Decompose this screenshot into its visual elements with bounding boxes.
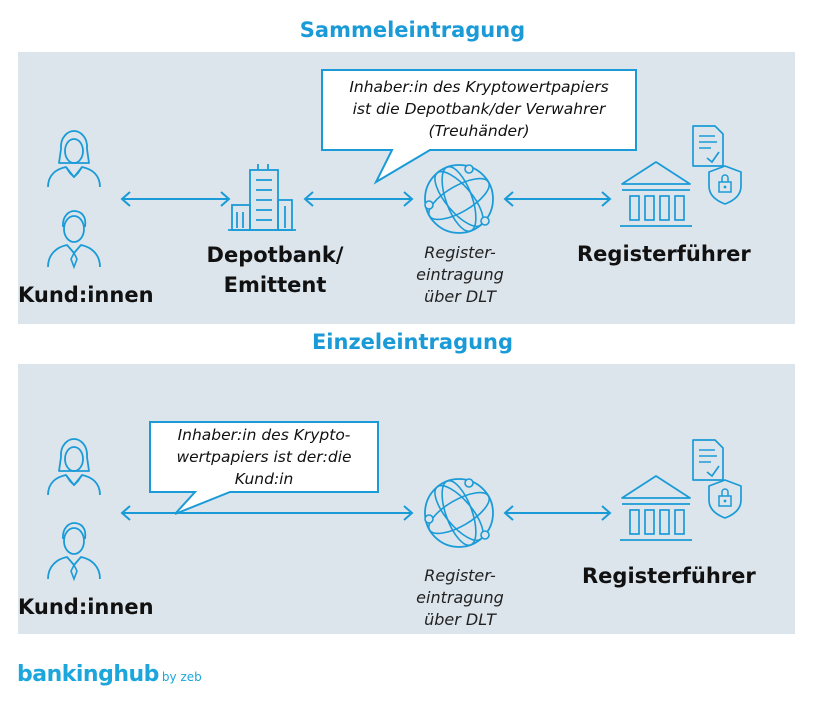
customers-label: Kund:innen [18,283,154,307]
customers-label: Kund:innen [18,595,154,619]
callout-line: (Treuhänder) [428,122,530,140]
office-buildings-icon [228,164,296,231]
double-arrow-icon [303,191,414,207]
callout-bubble [149,421,379,515]
registration-label-line: eintragung [416,588,504,607]
callout-text: Inhaber:in des Krypto- wertpapiers ist d… [150,424,378,490]
double-arrow-icon [503,505,612,521]
brand-suffix: by zeb [161,670,202,684]
callout-bubble [321,69,637,185]
registration-label-line: über DLT [424,287,496,306]
globe-network-icon [422,475,496,551]
callout-line: ist die Depotbank/der Verwahrer [352,100,606,118]
callout-text: Inhaber:in des Kryptowertpapiers ist die… [322,76,636,142]
callout-line: Inhaber:in des Kryptowertpapiers [349,78,609,96]
registration-label-line: über DLT [424,610,496,629]
bank-building-icon [619,161,693,227]
depotbank-label: Depotbank/ Emittent [190,240,360,300]
depotbank-label-line: Depotbank/ [206,243,344,267]
callout-line: Inhaber:in des Krypto- [177,426,351,444]
man-icon [47,210,101,268]
registration-label-line: eintragung [416,265,504,284]
depotbank-label-line: Emittent [223,273,327,297]
brand-name: bankinghub [17,662,159,687]
registration-label: Register- eintragung über DLT [400,242,520,308]
woman-icon [47,438,101,496]
double-arrow-icon [120,191,231,207]
bank-building-icon [619,475,693,541]
registration-label-line: Register- [424,243,496,262]
document-check-icon [692,439,724,481]
registrar-label: Registerführer [577,242,751,266]
double-arrow-icon [503,191,612,207]
registration-label-line: Register- [424,566,496,585]
callout-line: wertpapiers ist der:die [176,448,352,466]
section-title-einzeleintragung: Einzeleintragung [311,330,514,354]
lock-shield-icon [708,479,742,519]
double-arrow-icon [120,505,414,521]
lock-shield-icon [708,165,742,205]
man-icon [47,522,101,580]
callout-line: Kund:in [234,470,294,488]
panel-einzeleintragung [18,364,795,634]
registrar-label: Registerführer [582,564,756,588]
globe-network-icon [422,161,496,237]
woman-icon [47,130,101,188]
section-title-sammeleintragung: Sammeleintragung [299,18,526,42]
document-check-icon [692,125,724,167]
registration-label: Register- eintragung über DLT [400,565,520,631]
